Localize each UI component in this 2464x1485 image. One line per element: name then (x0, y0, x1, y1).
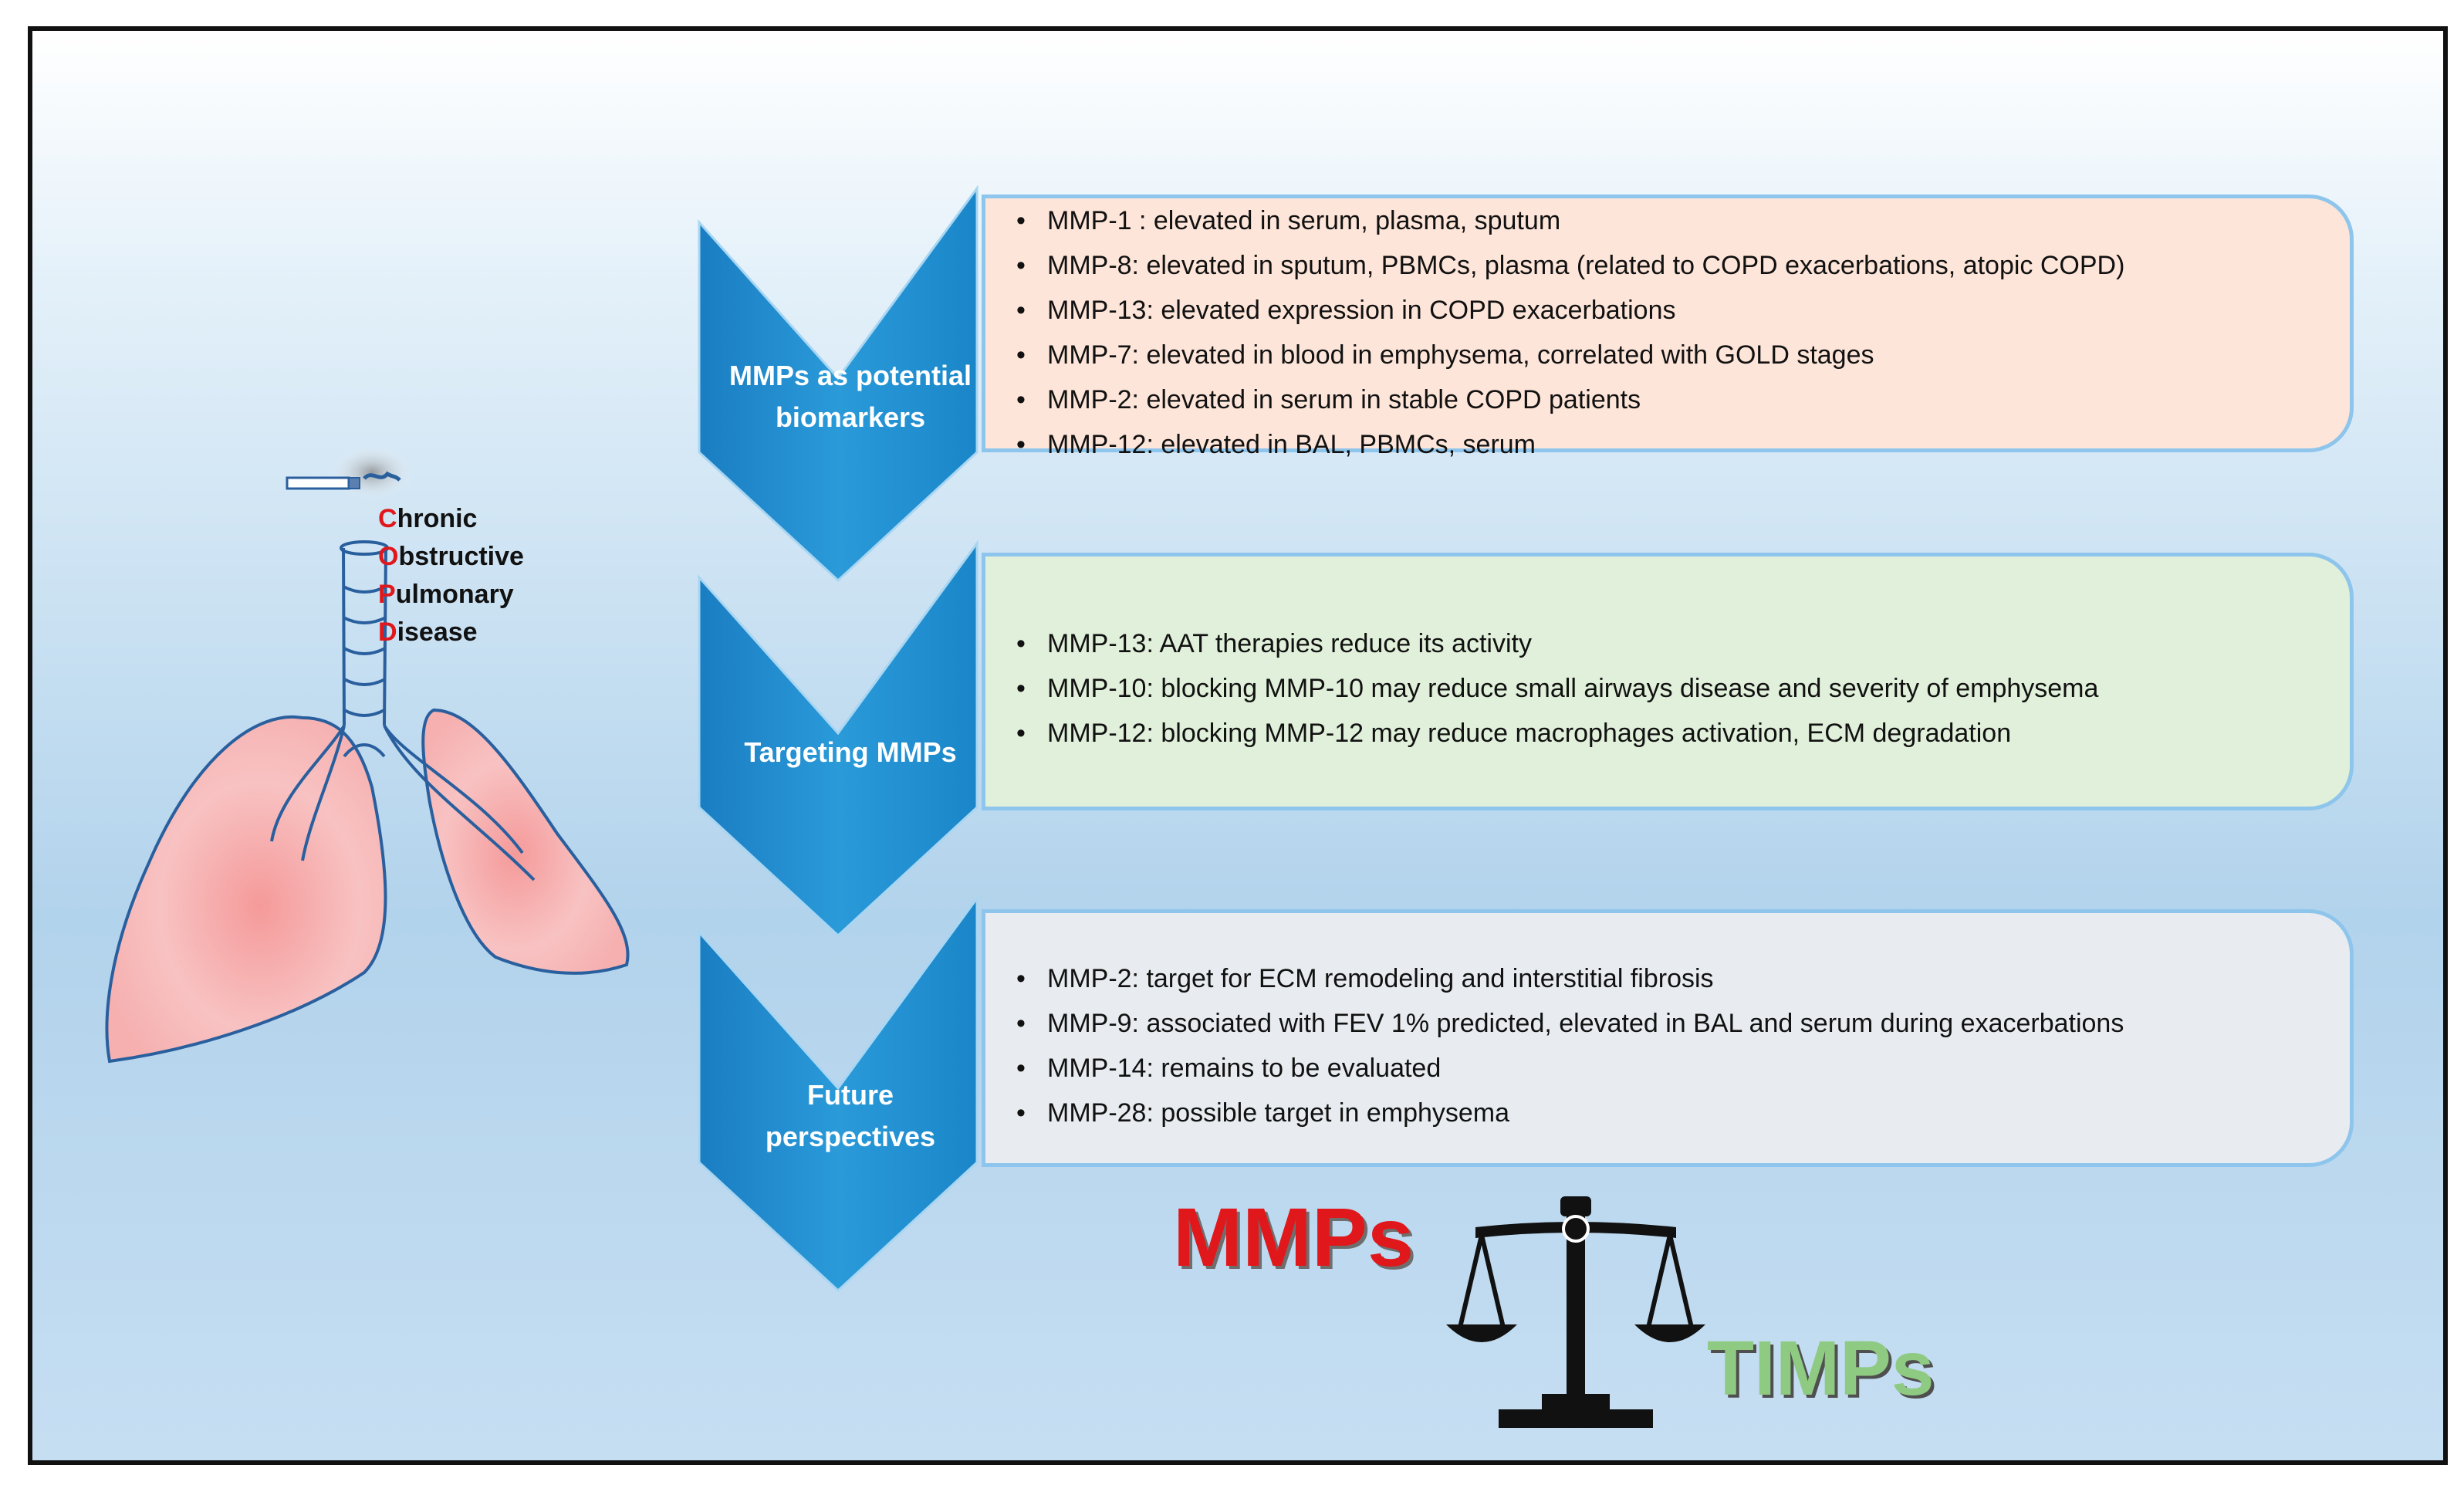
timps-label: TIMPs (1707, 1325, 1935, 1412)
list-item: MMP-9: associated with FEV 1% predicted,… (1016, 1001, 2350, 1046)
cigarette-icon (286, 446, 414, 500)
balance-scale-icon (1446, 1196, 1705, 1428)
list-item: MMP-13: AAT therapies reduce its activit… (1016, 621, 2350, 666)
chevron-label-targeting: Targeting MMPs (744, 736, 957, 768)
list-item: MMP-10: blocking MMP-10 may reduce small… (1016, 666, 2350, 711)
diagram-frame: Chronic Obstructive Pulmonary Disease MM… (28, 26, 2448, 1465)
copd-line: Pulmonary (378, 580, 514, 609)
perspectives-list: MMP-2: target for ECM remodeling and int… (985, 956, 2350, 1135)
chevron-arrows (698, 185, 979, 1293)
targeting-list: MMP-13: AAT therapies reduce its activit… (985, 621, 2350, 756)
list-item: MMP-8: elevated in sputum, PBMCs, plasma… (1016, 243, 2350, 288)
biomarkers-list: MMP-1 : elevated in serum, plasma, sputu… (985, 198, 2350, 467)
targeting-panel: MMP-13: AAT therapies reduce its activit… (982, 553, 2354, 810)
list-item: MMP-12: blocking MMP-12 may reduce macro… (1016, 711, 2350, 756)
perspectives-panel: MMP-2: target for ECM remodeling and int… (982, 909, 2354, 1167)
chevron-targeting (698, 540, 979, 938)
copd-label: Chronic Obstructive Pulmonary Disease (378, 500, 524, 651)
list-item: MMP-7: elevated in blood in emphysema, c… (1016, 333, 2350, 377)
list-item: MMP-28: possible target in emphysema (1016, 1091, 2350, 1135)
chevron-label-biomarkers: MMPs as potential biomarkers (728, 360, 972, 433)
list-item: MMP-2: elevated in serum in stable COPD … (1016, 377, 2350, 422)
chevron-perspectives (698, 895, 979, 1293)
list-item: MMP-2: target for ECM remodeling and int… (1016, 956, 2350, 1001)
copd-line: Disease (378, 617, 478, 647)
chevron-label-perspectives: Future perspectives (765, 1079, 936, 1152)
copd-line: Chronic (378, 504, 478, 533)
mmps-label: MMPs (1173, 1190, 1415, 1284)
list-item: MMP-14: remains to be evaluated (1016, 1046, 2350, 1091)
list-item: MMP-1 : elevated in serum, plasma, sputu… (1016, 198, 2350, 243)
list-item: MMP-12: elevated in BAL, PBMCs, serum (1016, 422, 2350, 467)
biomarkers-panel: MMP-1 : elevated in serum, plasma, sputu… (982, 195, 2354, 467)
chevron-biomarkers (698, 185, 979, 583)
lungs-icon (105, 540, 630, 1064)
copd-line: Obstructive (378, 542, 524, 571)
list-item: MMP-13: elevated expression in COPD exac… (1016, 288, 2350, 333)
